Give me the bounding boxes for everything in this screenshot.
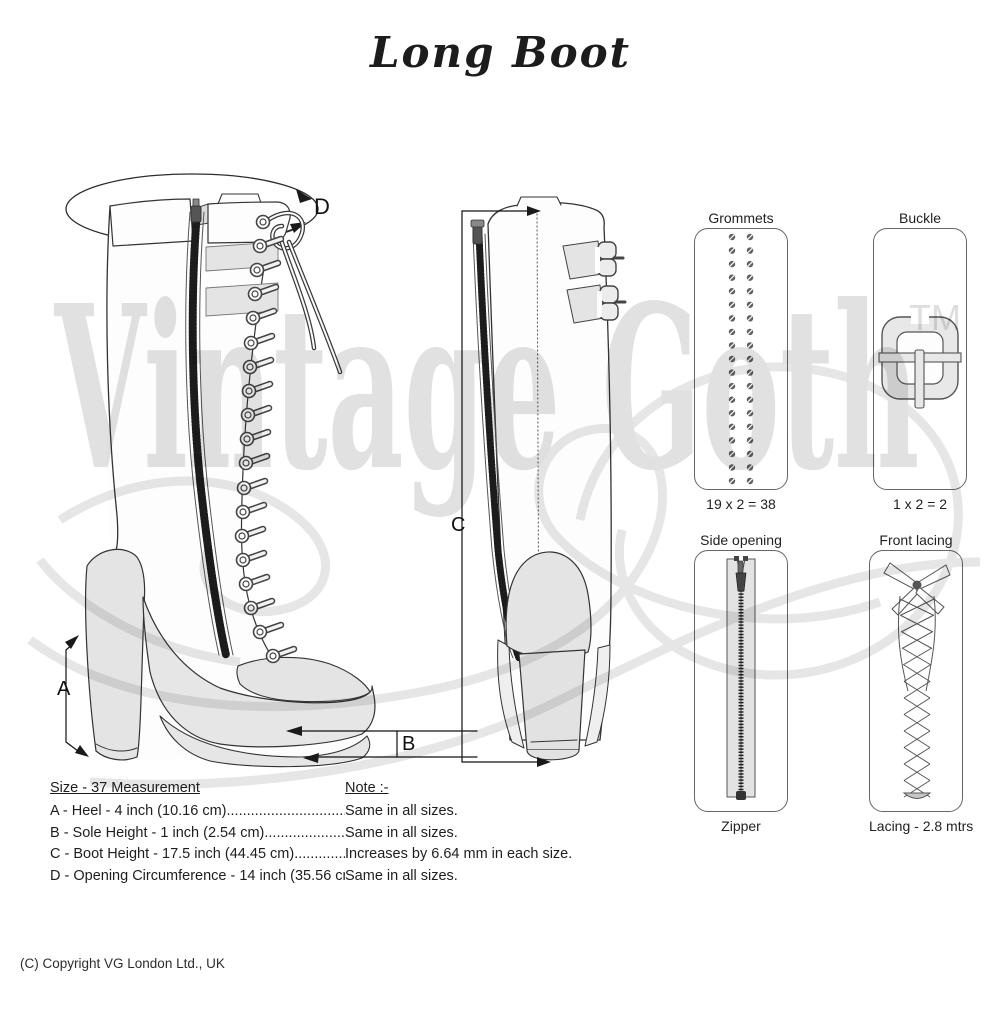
platform-sole	[142, 596, 376, 748]
panel-buckle-title: Buckle	[898, 210, 942, 226]
boot-side-view	[65, 173, 478, 768]
grommets-icon	[728, 233, 754, 485]
measurement-note: Same in all sizes.	[345, 824, 458, 841]
back-heel-block	[518, 649, 586, 751]
measure-b-marks	[286, 726, 478, 763]
measurement-note: Same in all sizes.	[345, 867, 458, 884]
lace-bow	[265, 210, 343, 375]
copyright-text: (C) Copyright VG London Ltd., UK	[20, 956, 225, 971]
panel-side-opening: Side opening Zipper	[694, 532, 788, 834]
measurement-spec: D - Opening Circumference - 14 inch (35.…	[50, 867, 345, 884]
dim-label-d: D	[314, 194, 330, 219]
panel-grommets-title: Grommets	[708, 210, 774, 226]
buckle-icon	[878, 313, 962, 409]
measurement-table: Size - 37 Measurement Note :- A - Heel -…	[50, 780, 610, 889]
boot-silhouette	[85, 199, 375, 767]
page-title: Long Boot	[370, 28, 631, 77]
measure-c-marks	[461, 206, 551, 767]
panel-front-lacing: Front lacing Lacing - 2.8 mtrs	[869, 532, 974, 834]
outsole	[159, 715, 371, 768]
measurement-note: Increases by 6.64 mm in each size.	[345, 846, 573, 862]
measurement-row: D - Opening Circumference - 14 inch (35.…	[50, 868, 610, 890]
panel-side-opening-title: Side opening	[700, 532, 782, 548]
measurement-note: Same in all sizes.	[345, 803, 458, 819]
measurement-spec: C - Boot Height - 17.5 inch (44.45 cm)..…	[50, 846, 345, 862]
heel	[85, 548, 146, 761]
boot-back-view	[461, 196, 627, 767]
panel-side-opening-caption: Zipper	[721, 818, 761, 834]
dim-label-a: A	[57, 678, 71, 700]
panel-grommets: Grommets 19 x 2 = 38	[694, 210, 788, 512]
toe-cap	[236, 656, 371, 703]
panel-buckle: Buckle 1 x 2 = 2	[873, 210, 967, 512]
measurement-row: C - Boot Height - 17.5 inch (44.45 cm)..…	[50, 846, 610, 868]
dim-label-c: C	[451, 514, 466, 536]
eyelet-column	[234, 214, 298, 664]
zipper-icon	[726, 556, 756, 800]
measurement-spec: A - Heel - 4 inch (10.16 cm)............…	[50, 803, 345, 819]
buckle-strap-1	[562, 240, 625, 280]
lacing-icon	[883, 562, 951, 799]
side-zipper	[185, 198, 234, 659]
panel-grommets-caption: 19 x 2 = 38	[706, 496, 776, 512]
measurement-header-spec: Size - 37 Measurement	[50, 780, 200, 796]
panel-front-lacing-title: Front lacing	[879, 532, 953, 548]
measurement-row: B - Sole Height - 1 inch (2.54 cm)......…	[50, 825, 610, 847]
measurement-row: A - Heel - 4 inch (10.16 cm)............…	[50, 803, 610, 825]
panel-front-lacing-caption: Lacing - 2.8 mtrs	[869, 818, 974, 834]
dim-label-b: B	[402, 733, 416, 755]
measurement-header: Size - 37 Measurement Note :-	[50, 780, 610, 803]
measure-a-marks	[65, 635, 89, 757]
d-arrowhead-top	[296, 189, 312, 203]
measurement-header-note: Note :-	[345, 780, 389, 796]
buckle-strap-2	[566, 284, 627, 324]
measurement-spec: B - Sole Height - 1 inch (2.54 cm)......…	[50, 824, 345, 841]
zipper-pull	[190, 205, 202, 223]
panel-buckle-caption: 1 x 2 = 2	[892, 496, 948, 512]
